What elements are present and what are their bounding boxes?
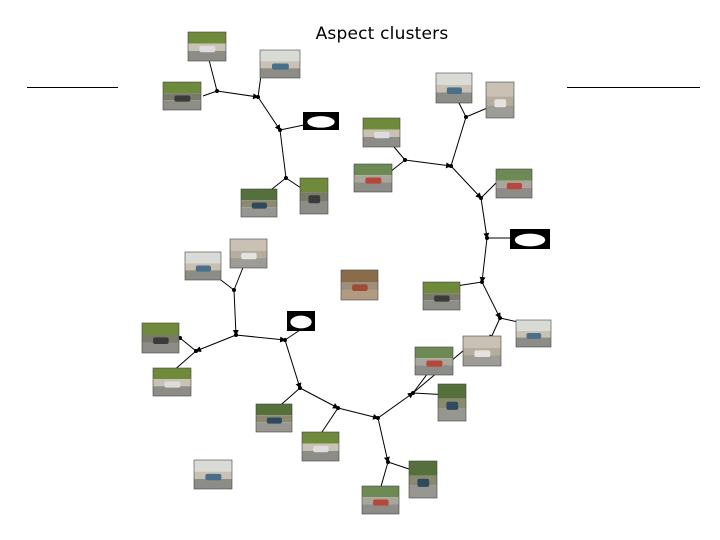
- cluster-edge: [479, 237, 488, 283]
- aspect-image-thumbnail: [193, 459, 233, 490]
- left-divider-line: [27, 87, 118, 88]
- aspect-image-thumbnail: [408, 460, 438, 499]
- cluster-edge: [379, 461, 389, 491]
- aspect-image-thumbnail: [495, 168, 533, 199]
- cluster-node: [411, 391, 415, 395]
- cluster-edge: [499, 317, 519, 323]
- cluster-edge: [299, 387, 339, 409]
- cluster-edge: [377, 417, 390, 463]
- cluster-edge: [257, 96, 281, 131]
- cluster-node: [234, 333, 238, 337]
- cluster-edge: [232, 289, 239, 336]
- aspect-image-thumbnail: [353, 163, 393, 193]
- cluster-node: [480, 280, 484, 284]
- diagram-title: Aspect clusters: [315, 24, 449, 44]
- cluster-edge: [216, 90, 259, 100]
- cluster-edge: [279, 129, 287, 179]
- cluster-edge: [481, 281, 501, 319]
- cluster-node: [284, 176, 288, 180]
- aspect-image-thumbnail: [422, 281, 461, 311]
- aspect-image-thumbnail: [437, 383, 467, 422]
- cluster-node: [386, 460, 390, 464]
- aspect-image-thumbnail: [362, 117, 401, 148]
- cluster-node: [376, 416, 380, 420]
- cluster-edge: [389, 159, 406, 173]
- cluster-node: [298, 386, 302, 390]
- aspect-image-thumbnail: [414, 346, 454, 376]
- aspect-image-thumbnail: [184, 251, 222, 281]
- cluster-edge: [455, 281, 483, 287]
- right-divider-line: [567, 87, 700, 88]
- cluster-edge: [377, 392, 414, 419]
- cluster-node: [256, 95, 260, 99]
- aspect-image-thumbnail: [340, 269, 379, 301]
- aspect-image-thumbnail: [187, 31, 227, 62]
- cluster-edge: [284, 329, 301, 341]
- cluster-edge: [337, 407, 379, 420]
- cluster-node: [278, 128, 282, 132]
- silhouette-mask: [510, 229, 550, 249]
- aspect-image-thumbnail: [229, 238, 268, 269]
- cluster-node: [498, 316, 502, 320]
- aspect-image-thumbnail: [361, 485, 400, 515]
- cluster-node: [194, 349, 198, 353]
- cluster-edge: [480, 182, 497, 199]
- aspect-image-thumbnail: [515, 319, 552, 348]
- aspect-image-thumbnail: [301, 431, 340, 462]
- cluster-node: [449, 164, 453, 168]
- cluster-edge: [450, 116, 467, 167]
- cluster-edge: [202, 90, 218, 97]
- cluster-edge: [450, 165, 482, 199]
- aspect-image-thumbnail: [462, 335, 502, 367]
- cluster-edge: [195, 334, 237, 352]
- aspect-image-thumbnail: [299, 177, 329, 215]
- cluster-node: [336, 406, 340, 410]
- cluster-node: [283, 338, 287, 342]
- aspect-image-thumbnail: [259, 49, 301, 79]
- cluster-node: [232, 288, 236, 292]
- silhouette-mask: [303, 112, 339, 130]
- cluster-node: [485, 236, 489, 240]
- silhouette-mask: [287, 311, 315, 331]
- cluster-edge: [319, 407, 339, 436]
- aspect-image-thumbnail: [255, 403, 293, 433]
- aspect-image-thumbnail: [162, 81, 202, 111]
- cluster-edge: [404, 159, 452, 169]
- aspect-image-thumbnail: [152, 367, 192, 397]
- aspect-image-thumbnail: [435, 72, 473, 104]
- images-layer: [141, 31, 552, 515]
- cluster-node: [479, 196, 483, 200]
- aspect-image-thumbnail: [485, 81, 515, 119]
- cluster-node: [215, 89, 219, 93]
- cluster-edge: [480, 197, 490, 239]
- cluster-edge: [279, 124, 305, 131]
- cluster-node: [464, 115, 468, 119]
- aspect-image-thumbnail: [141, 322, 180, 354]
- cluster-edge: [235, 334, 286, 343]
- cluster-node: [403, 158, 407, 162]
- cluster-edge: [284, 339, 302, 389]
- cluster-edge: [179, 337, 197, 352]
- aspect-image-thumbnail: [240, 188, 278, 218]
